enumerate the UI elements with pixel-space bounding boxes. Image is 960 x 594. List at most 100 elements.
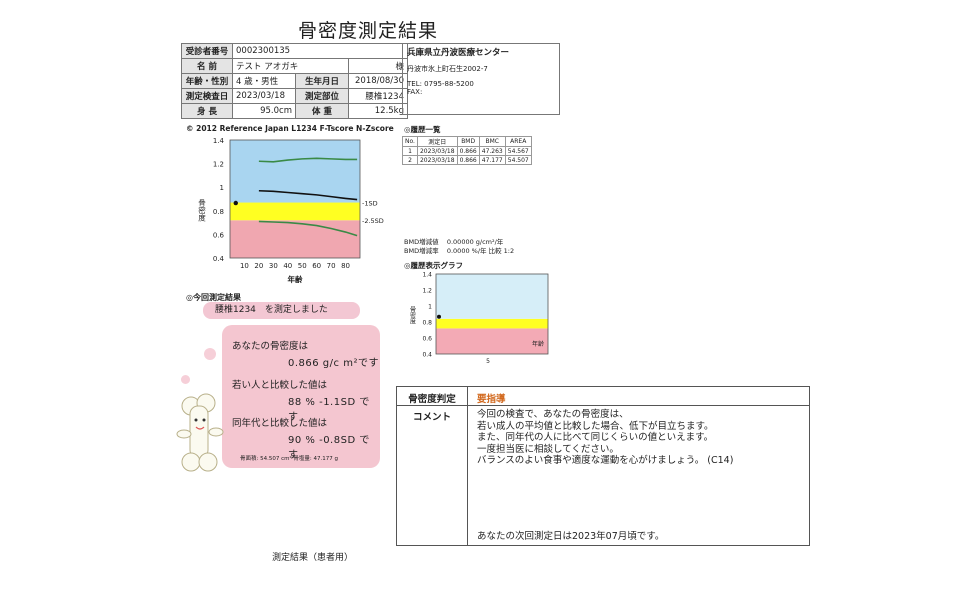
clinic-tel: TEL: 0795-88-5200 bbox=[407, 80, 474, 88]
bmd-label: あなたの骨密度は bbox=[232, 341, 309, 352]
y-axis-label: 骨密度 bbox=[197, 199, 206, 223]
decor-dot bbox=[181, 375, 190, 384]
band bbox=[436, 274, 548, 319]
x-tick-label: 80 bbox=[341, 262, 350, 270]
name-label: 名 前 bbox=[181, 58, 233, 74]
series-line bbox=[258, 157, 358, 163]
column-header: AREA bbox=[504, 136, 532, 147]
table-cell: 2023/03/18 bbox=[416, 146, 458, 156]
comment-line: また、同年代の人に比べて同じくらいの値といえます。 bbox=[477, 432, 714, 443]
clinic-box: 兵庫県立丹波医療センター 丹波市氷上町石生2002-7 TEL: 0795-88… bbox=[402, 43, 560, 115]
data-point bbox=[233, 200, 238, 206]
table-cell: 1 bbox=[402, 146, 418, 156]
main-chart-header: © 2012 Reference Japan L1234 F-Tscore N-… bbox=[186, 124, 394, 133]
same-value: 90 % -0.8SD です bbox=[288, 435, 370, 461]
x-tick-label: 20 bbox=[254, 262, 263, 270]
next-date: あなたの次回測定日は2023年07月頃です。 bbox=[477, 531, 665, 542]
measure-date: 2023/03/18 bbox=[232, 88, 296, 104]
judgement-box: 骨密度判定 要指導 コメント 今回の検査で、あなたの骨密度は、 若い成人の平均値… bbox=[396, 386, 810, 546]
sd-label: -1SD bbox=[362, 200, 378, 208]
result-card: あなたの骨密度は 0.866 g/c m²です 若い人と比較した値は 88 % … bbox=[222, 325, 380, 468]
history-chart-header: ◎履歴表示グラフ bbox=[404, 261, 464, 270]
patient-name: テスト アオガキ bbox=[232, 58, 349, 74]
patient-id: 0002300135 bbox=[232, 43, 408, 59]
table-cell: 47.177 bbox=[478, 155, 506, 165]
comment-line: 若い成人の平均値と比較した場合、低下が目立ちます。 bbox=[477, 420, 714, 432]
x-tick-label: 70 bbox=[327, 262, 336, 270]
table-cell: 2023/03/18 bbox=[416, 155, 458, 165]
y-tick-label: 0.6 bbox=[213, 231, 225, 239]
comment-line: 今回の検査で、あなたの骨密度は、 bbox=[477, 409, 629, 420]
bmd-amount-label: BMD増減値 bbox=[404, 238, 439, 246]
y-tick-label: 1.2 bbox=[213, 161, 224, 169]
height-label: 身 長 bbox=[181, 103, 233, 119]
y-tick-label: 1.4 bbox=[422, 272, 432, 279]
x-tick-label: 10 bbox=[240, 262, 249, 270]
site-banner: 腰椎1234 を測定しました bbox=[203, 302, 360, 319]
table-cell: 54.567 bbox=[504, 146, 532, 156]
result-header: ◎今回測定結果 bbox=[186, 293, 241, 302]
young-value: 88 % -1.1SD です bbox=[288, 397, 370, 423]
x-tick-label: 40 bbox=[283, 262, 292, 270]
bone-mascot-icon bbox=[176, 393, 224, 472]
column-header: No. bbox=[402, 136, 418, 147]
column-header: 測定日 bbox=[416, 136, 458, 147]
measure-site: 腰椎1234 bbox=[348, 88, 408, 104]
x-tick-label: 5 bbox=[486, 358, 490, 365]
column-header: BMC bbox=[478, 136, 506, 147]
judgement-label: 骨密度判定 bbox=[408, 394, 456, 405]
comment-label: コメント bbox=[412, 412, 451, 423]
patient-birth: 2018/08/30 bbox=[348, 73, 408, 89]
band bbox=[436, 318, 548, 329]
table-cell: 0.866 bbox=[456, 155, 480, 165]
bmd-change: BMD増減値 0.00000 g/cm²/年 BMD増減率 0.0000 %/年… bbox=[404, 238, 514, 256]
y-tick-label: 0.8 bbox=[213, 208, 224, 216]
patient-weight: 12.5kg bbox=[348, 103, 408, 119]
bmd-value: 0.866 g/c m²です bbox=[288, 358, 379, 369]
x-tick-label: 60 bbox=[312, 262, 321, 270]
clinic-fax: FAX: bbox=[407, 88, 423, 96]
band bbox=[230, 202, 360, 221]
series-line bbox=[258, 189, 358, 201]
honorific: 様 bbox=[348, 58, 408, 74]
x-tick-label: 30 bbox=[269, 262, 278, 270]
y-tick-label: 1.2 bbox=[422, 288, 432, 295]
comment-line: バランスのよい食事や適度な運動を心がけましょう。 (C14) bbox=[477, 455, 734, 466]
page-title: 骨密度測定結果 bbox=[298, 20, 439, 42]
clinic-name: 兵庫県立丹波医療センター bbox=[407, 48, 510, 58]
series-line bbox=[258, 220, 358, 237]
site-label: 測定部位 bbox=[295, 88, 349, 104]
column-header: BMD bbox=[456, 136, 480, 147]
y-tick-label: 1 bbox=[428, 304, 432, 311]
same-label: 同年代と比較した値は bbox=[232, 418, 328, 429]
table-cell: 0.866 bbox=[456, 146, 480, 156]
plot-frame bbox=[229, 139, 361, 259]
comment-text: 今回の検査で、あなたの骨密度は、 若い成人の平均値と比較した場合、低下が目立ちま… bbox=[477, 409, 733, 467]
y-tick-label: 0.4 bbox=[422, 352, 432, 359]
young-label: 若い人と比較した値は bbox=[232, 380, 328, 391]
x-axis-label: 年齢 bbox=[288, 274, 303, 284]
x-tick-label: 50 bbox=[298, 262, 307, 270]
x-axis-label: 年齢 bbox=[532, 340, 544, 348]
patient-info-table: 受診者番号 0002300135 名 前 テスト アオガキ 様 年齢・性別 4 … bbox=[181, 43, 408, 119]
patient-height: 95.0cm bbox=[232, 103, 296, 119]
clinic-address: 丹波市氷上町石生2002-7 bbox=[407, 65, 488, 73]
date-label: 測定検査日 bbox=[181, 88, 233, 104]
bmd-rate-label: BMD増減率 bbox=[404, 247, 439, 255]
band bbox=[230, 140, 360, 203]
area-text: 骨面積: 54.507 cm² 骨塩量: 47.177 g bbox=[240, 456, 339, 462]
table-cell: 47.263 bbox=[478, 146, 506, 156]
band bbox=[230, 220, 360, 258]
y-tick-label: 0.6 bbox=[422, 336, 432, 343]
table-cell: 2 bbox=[402, 155, 418, 165]
caption: 測定結果（患者用） bbox=[272, 553, 354, 563]
bmd-rate: 0.0000 %/年 比較 1:2 bbox=[446, 247, 515, 255]
y-tick-label: 0.8 bbox=[422, 320, 432, 327]
birth-label: 生年月日 bbox=[295, 73, 349, 89]
comment-line: 一度担当医に相談してください。 bbox=[477, 443, 619, 455]
